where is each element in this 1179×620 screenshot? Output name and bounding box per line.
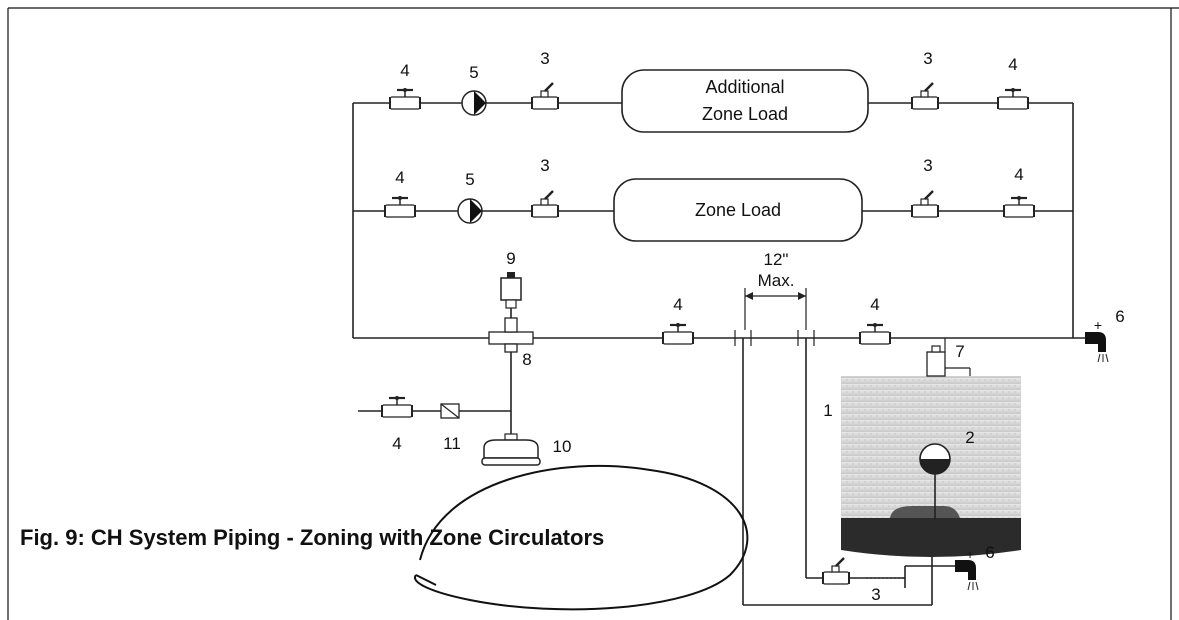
tee-fitting — [488, 317, 534, 353]
flow-check-valve-icon — [530, 81, 560, 111]
additional-zone-load: Additional Zone Load — [621, 69, 869, 133]
figure-caption: Fig. 9: CH System Piping - Zoning with Z… — [20, 525, 604, 550]
ball-valve-icon — [661, 321, 695, 346]
callout-expansion-tank: 10 — [553, 437, 572, 456]
callout-main-valve-left: 4 — [673, 295, 682, 314]
zone-load: Zone Load — [613, 178, 863, 242]
dimension-value: 12" — [764, 250, 789, 269]
drain-icon — [955, 560, 979, 591]
callout-heater: 1 — [823, 401, 832, 420]
callout-vent: 9 — [506, 249, 515, 268]
drain-icon — [1085, 332, 1109, 363]
additional-zone-label-1: Additional — [705, 77, 784, 97]
callout-mid-check-right: 3 — [923, 156, 932, 175]
dimension-max: Max. — [758, 271, 795, 290]
plus-mark: + — [966, 547, 974, 562]
zone-load-label: Zone Load — [695, 200, 781, 220]
circulator-pump-icon — [457, 198, 483, 224]
air-vent-icon — [500, 272, 522, 309]
circulator-pump-icon — [461, 90, 487, 116]
callout-mid-valve-left: 4 — [395, 168, 404, 187]
callout-top-pump: 5 — [469, 63, 478, 82]
callout-main-valve-right: 4 — [870, 295, 879, 314]
plus-mark: + — [1094, 317, 1102, 333]
flow-check-valve-icon — [910, 81, 940, 111]
flow-check-valve-icon — [910, 189, 940, 219]
ball-valve-icon — [858, 321, 892, 346]
callout-numbers: 4 5 3 3 4 4 5 3 3 4 9 8 4 4 6 7 1 2 4 11… — [392, 49, 1124, 604]
ellipse-tail — [415, 574, 437, 586]
callout-drain-top: 6 — [1115, 307, 1124, 326]
callout-mid-check-left: 3 — [540, 156, 549, 175]
ball-valve-icon — [996, 86, 1030, 111]
ball-valve-icon — [380, 394, 414, 419]
callout-relief-valve: 7 — [955, 342, 964, 361]
max-distance-dimension: 12" Max. — [744, 250, 807, 330]
expansion-tank-icon — [481, 433, 541, 466]
relief-valve-icon — [926, 345, 946, 377]
callout-drain-bottom: 6 — [985, 543, 994, 562]
callout-tee: 8 — [522, 350, 531, 369]
callout-top-valve-left: 4 — [400, 61, 409, 80]
callout-top-check-right: 3 — [923, 49, 932, 68]
callout-backflow: 11 — [443, 434, 461, 453]
ball-valve-icon — [388, 86, 422, 111]
page-frame — [7, 7, 1179, 620]
callout-bottom-check: 3 — [871, 585, 880, 604]
union-fittings — [734, 330, 815, 346]
flow-check-valve-icon — [530, 189, 560, 219]
hand-drawn-ellipse — [413, 464, 749, 611]
callout-mid-valve-right: 4 — [1014, 165, 1023, 184]
callout-mid-pump: 5 — [465, 170, 474, 189]
callout-gauge: 2 — [965, 428, 974, 447]
backflow-preventer-icon — [440, 403, 460, 419]
additional-zone-label-2: Zone Load — [702, 104, 788, 124]
ball-valve-icon — [1002, 194, 1036, 219]
callout-fill-valve: 4 — [392, 434, 401, 453]
flow-check-valve-icon — [821, 556, 851, 586]
gauge-icon — [919, 443, 951, 520]
ball-valve-icon — [383, 194, 417, 219]
callout-top-valve-right: 4 — [1008, 55, 1017, 74]
callout-top-check-left: 3 — [540, 49, 549, 68]
